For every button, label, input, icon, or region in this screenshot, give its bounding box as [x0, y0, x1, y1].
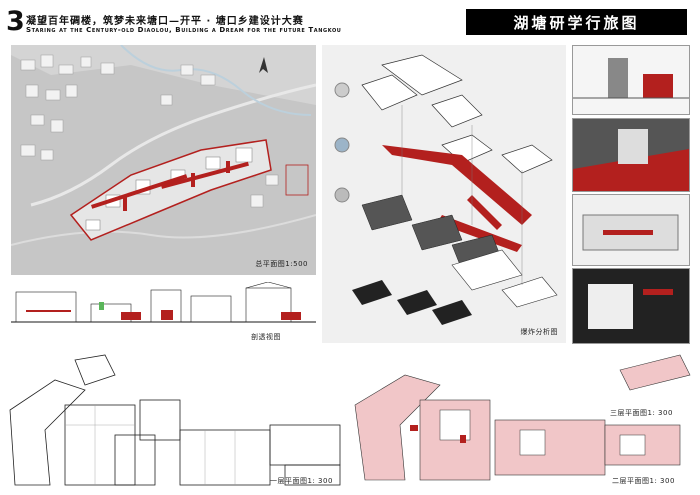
plan-1f-drawing: [9, 354, 341, 486]
site-plan-drawing: [11, 45, 316, 275]
plan-2f-drawing: [354, 354, 691, 481]
plan-3f-caption: 三层平面图1: 300: [610, 409, 673, 417]
page-title-en: Staring at the Century-old Diaolou, Buil…: [26, 26, 342, 34]
render-thumbnail-1: [572, 45, 690, 115]
exploded-caption: 爆炸分析图: [520, 328, 558, 336]
site-plan: 总平面图1:500: [11, 45, 316, 275]
north-arrow-icon: [259, 57, 268, 73]
plan-2f-caption: 二层平面图1: 300: [612, 477, 675, 485]
floor-plan-1f: 一层平面图1: 300: [5, 350, 345, 490]
page-title-cn: 凝望百年碉楼，筑梦未来塘口—开平 · 塘口乡建设计大赛: [26, 16, 304, 27]
render-thumbnail-2: [572, 118, 690, 192]
section-drawing: [11, 282, 316, 323]
exploded-axonometric: 爆炸分析图: [322, 45, 566, 343]
section-perspective: 剖透视图: [11, 282, 316, 344]
floor-plan-2f: 三层平面图1: 300 二层平面图1: 300: [350, 350, 695, 490]
exploded-drawing: [334, 54, 558, 325]
section-number: 3: [6, 6, 25, 37]
render-thumbnail-4: [572, 268, 690, 344]
site-plan-caption: 总平面图1:500: [255, 260, 308, 268]
section-caption: 剖透视图: [251, 333, 281, 341]
title-banner: 湖塘研学行旅图: [466, 9, 687, 35]
render-thumbnail-3: [572, 194, 690, 266]
plan-1f-caption: 一层平面图1: 300: [270, 477, 333, 485]
